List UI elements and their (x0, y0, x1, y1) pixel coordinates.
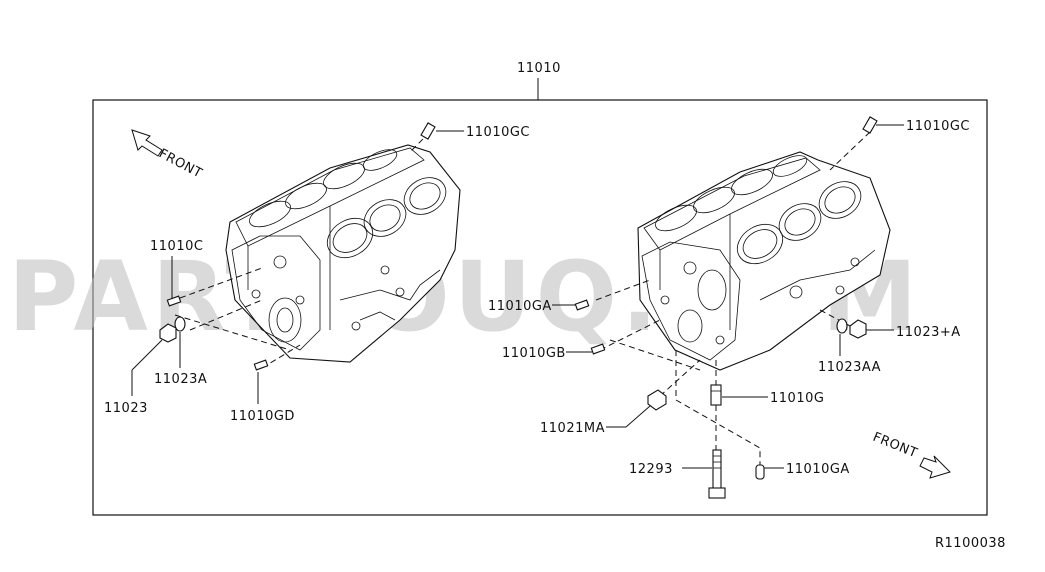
plug-11023 (159, 323, 177, 343)
leader-11023-b (131, 339, 163, 371)
front-arrow-right-icon (919, 455, 951, 479)
leader-11021ma-b (625, 405, 651, 428)
callout-11010gc-left[interactable]: 11010GC (466, 125, 530, 140)
bolt-12293 (708, 449, 726, 499)
callout-11010c[interactable]: 11010C (150, 239, 203, 254)
callout-11021ma[interactable]: 11021MA (540, 421, 605, 436)
dowel-11010gb (590, 343, 606, 355)
callout-11023a[interactable]: 11023A (154, 372, 207, 387)
main-part-number[interactable]: 11010 (517, 61, 561, 76)
left-dowel-11010c (166, 295, 182, 307)
callout-11010gd[interactable]: 11010GD (230, 409, 295, 424)
callout-11010ga-mid[interactable]: 11010GA (488, 299, 552, 314)
dowel-11010gd (253, 359, 269, 371)
plug-11023-plus-a (849, 319, 867, 339)
callout-12293[interactable]: 12293 (629, 462, 673, 477)
dowel-11010ga-mid (574, 299, 590, 311)
dowel-11010g (710, 384, 722, 406)
plug-11021ma (647, 389, 667, 411)
front-arrow-left-icon (131, 129, 163, 157)
left-dowel-11010gc (420, 122, 436, 140)
callout-11010gb[interactable]: 11010GB (502, 346, 566, 361)
washer-11023aa (836, 318, 848, 334)
callout-11010ga-bottom[interactable]: 11010GA (786, 462, 850, 477)
washer-11023a (174, 316, 186, 332)
callout-11010g[interactable]: 11010G (770, 391, 824, 406)
callout-11023-plus-a[interactable]: 11023+A (896, 325, 961, 340)
diagram-reference: R1100038 (935, 536, 1006, 551)
callout-11023aa[interactable]: 11023AA (818, 360, 881, 375)
left-engine-block (225, 144, 461, 363)
front-label-left: FRONT (156, 146, 204, 181)
callout-11010gc-right[interactable]: 11010GC (906, 119, 970, 134)
diagram-frame (92, 99, 988, 516)
dowel-11010ga-bottom (755, 464, 765, 480)
callout-11023[interactable]: 11023 (104, 401, 148, 416)
front-label-right: FRONT (871, 430, 920, 461)
right-dowel-11010gc (862, 116, 878, 134)
right-engine-block (637, 151, 891, 371)
